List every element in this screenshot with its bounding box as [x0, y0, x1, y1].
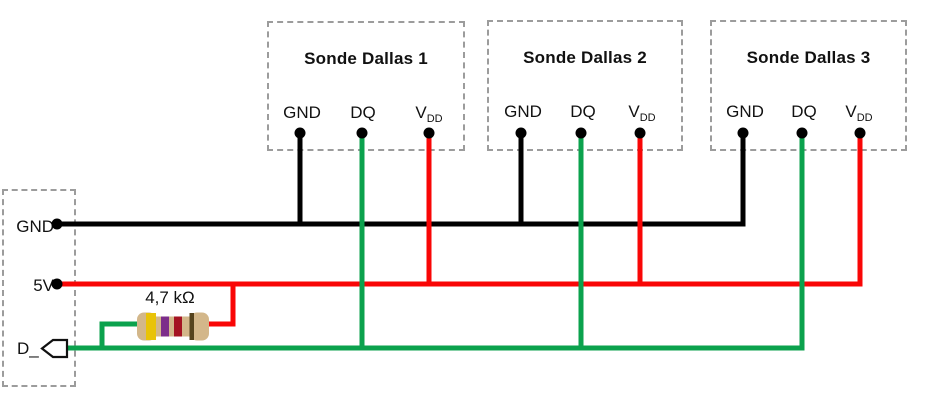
- vdd-bus-wire: [57, 133, 863, 287]
- probe-1-vdd-dot: [423, 127, 435, 139]
- controller-box: GND 5V D_: [2, 189, 76, 387]
- controller-5v-dot: [51, 278, 63, 290]
- probe-2-dq-dot: [575, 127, 587, 139]
- resistor-band-red: [174, 316, 182, 337]
- probe-2-pin-dq-label: DQ: [570, 102, 596, 121]
- probe-1-vdd-sub: DD: [426, 113, 443, 125]
- resistor-band-purple: [161, 316, 169, 337]
- controller-gnd-dot: [51, 218, 63, 230]
- probe-1-dq-dot: [356, 127, 368, 139]
- probe-3-pin-vdd-label: VDD: [829, 102, 889, 124]
- probe-1-pin-gnd-label: GND: [283, 103, 321, 122]
- probe-3-vdd-base: V: [845, 102, 857, 121]
- probe-3-pin-dq-label: DQ: [791, 102, 817, 121]
- probe-3-vdd-sub: DD: [856, 112, 873, 124]
- terminal-dots: [51, 127, 866, 290]
- gnd-net: [57, 131, 746, 227]
- probe-box-3: Sonde Dallas 3 GND DQ VDD: [710, 20, 907, 151]
- probe-2-vdd-base: V: [628, 102, 640, 121]
- probe-1-gnd-dot: [294, 127, 306, 139]
- data-pin-connector-icon: [40, 338, 69, 359]
- controller-gnd-label: GND: [16, 217, 54, 236]
- resistor-value-label: 4,7 kΩ: [145, 288, 195, 307]
- gnd-bus-wire: [57, 133, 746, 227]
- probe-box-1: Sonde Dallas 1 GND DQ VDD: [267, 21, 465, 151]
- probe-2-pin-vdd-label: VDD: [612, 102, 672, 124]
- probe-2-vdd-sub: DD: [639, 112, 656, 124]
- probe-3-title: Sonde Dallas 3: [746, 48, 871, 67]
- resistor-band-gold: [189, 313, 194, 340]
- probe-3-vdd-dot: [854, 127, 866, 139]
- resistor-band-yellow: [146, 313, 156, 340]
- probe-3-dq-dot: [796, 127, 808, 139]
- dq-net: [66, 131, 805, 351]
- probe-2-vdd-dot: [634, 127, 646, 139]
- controller-5v-label: 5V: [33, 276, 54, 295]
- probe-3-pin-gnd-label: GND: [726, 102, 764, 121]
- probe-2-pin-gnd-label: GND: [504, 102, 542, 121]
- probe-1-vdd-base: V: [415, 103, 427, 122]
- dq-bus-wire: [66, 133, 805, 351]
- controller-data-label: D_: [17, 339, 39, 358]
- probe-2-title: Sonde Dallas 2: [523, 48, 647, 67]
- probe-1-pin-vdd-label: VDD: [399, 103, 459, 125]
- resistor-middle: [147, 316, 199, 337]
- probe-3-gnd-dot: [737, 127, 749, 139]
- probe-2-gnd-dot: [515, 127, 527, 139]
- probe-1-title: Sonde Dallas 1: [304, 49, 428, 68]
- resistor-body: [137, 312, 209, 341]
- probe-1-pin-dq-label: DQ: [350, 103, 376, 122]
- resistor-icon: [137, 312, 209, 341]
- probe-box-2: Sonde Dallas 2 GND DQ VDD: [487, 20, 683, 151]
- pullup-wire-green: [99, 321, 148, 350]
